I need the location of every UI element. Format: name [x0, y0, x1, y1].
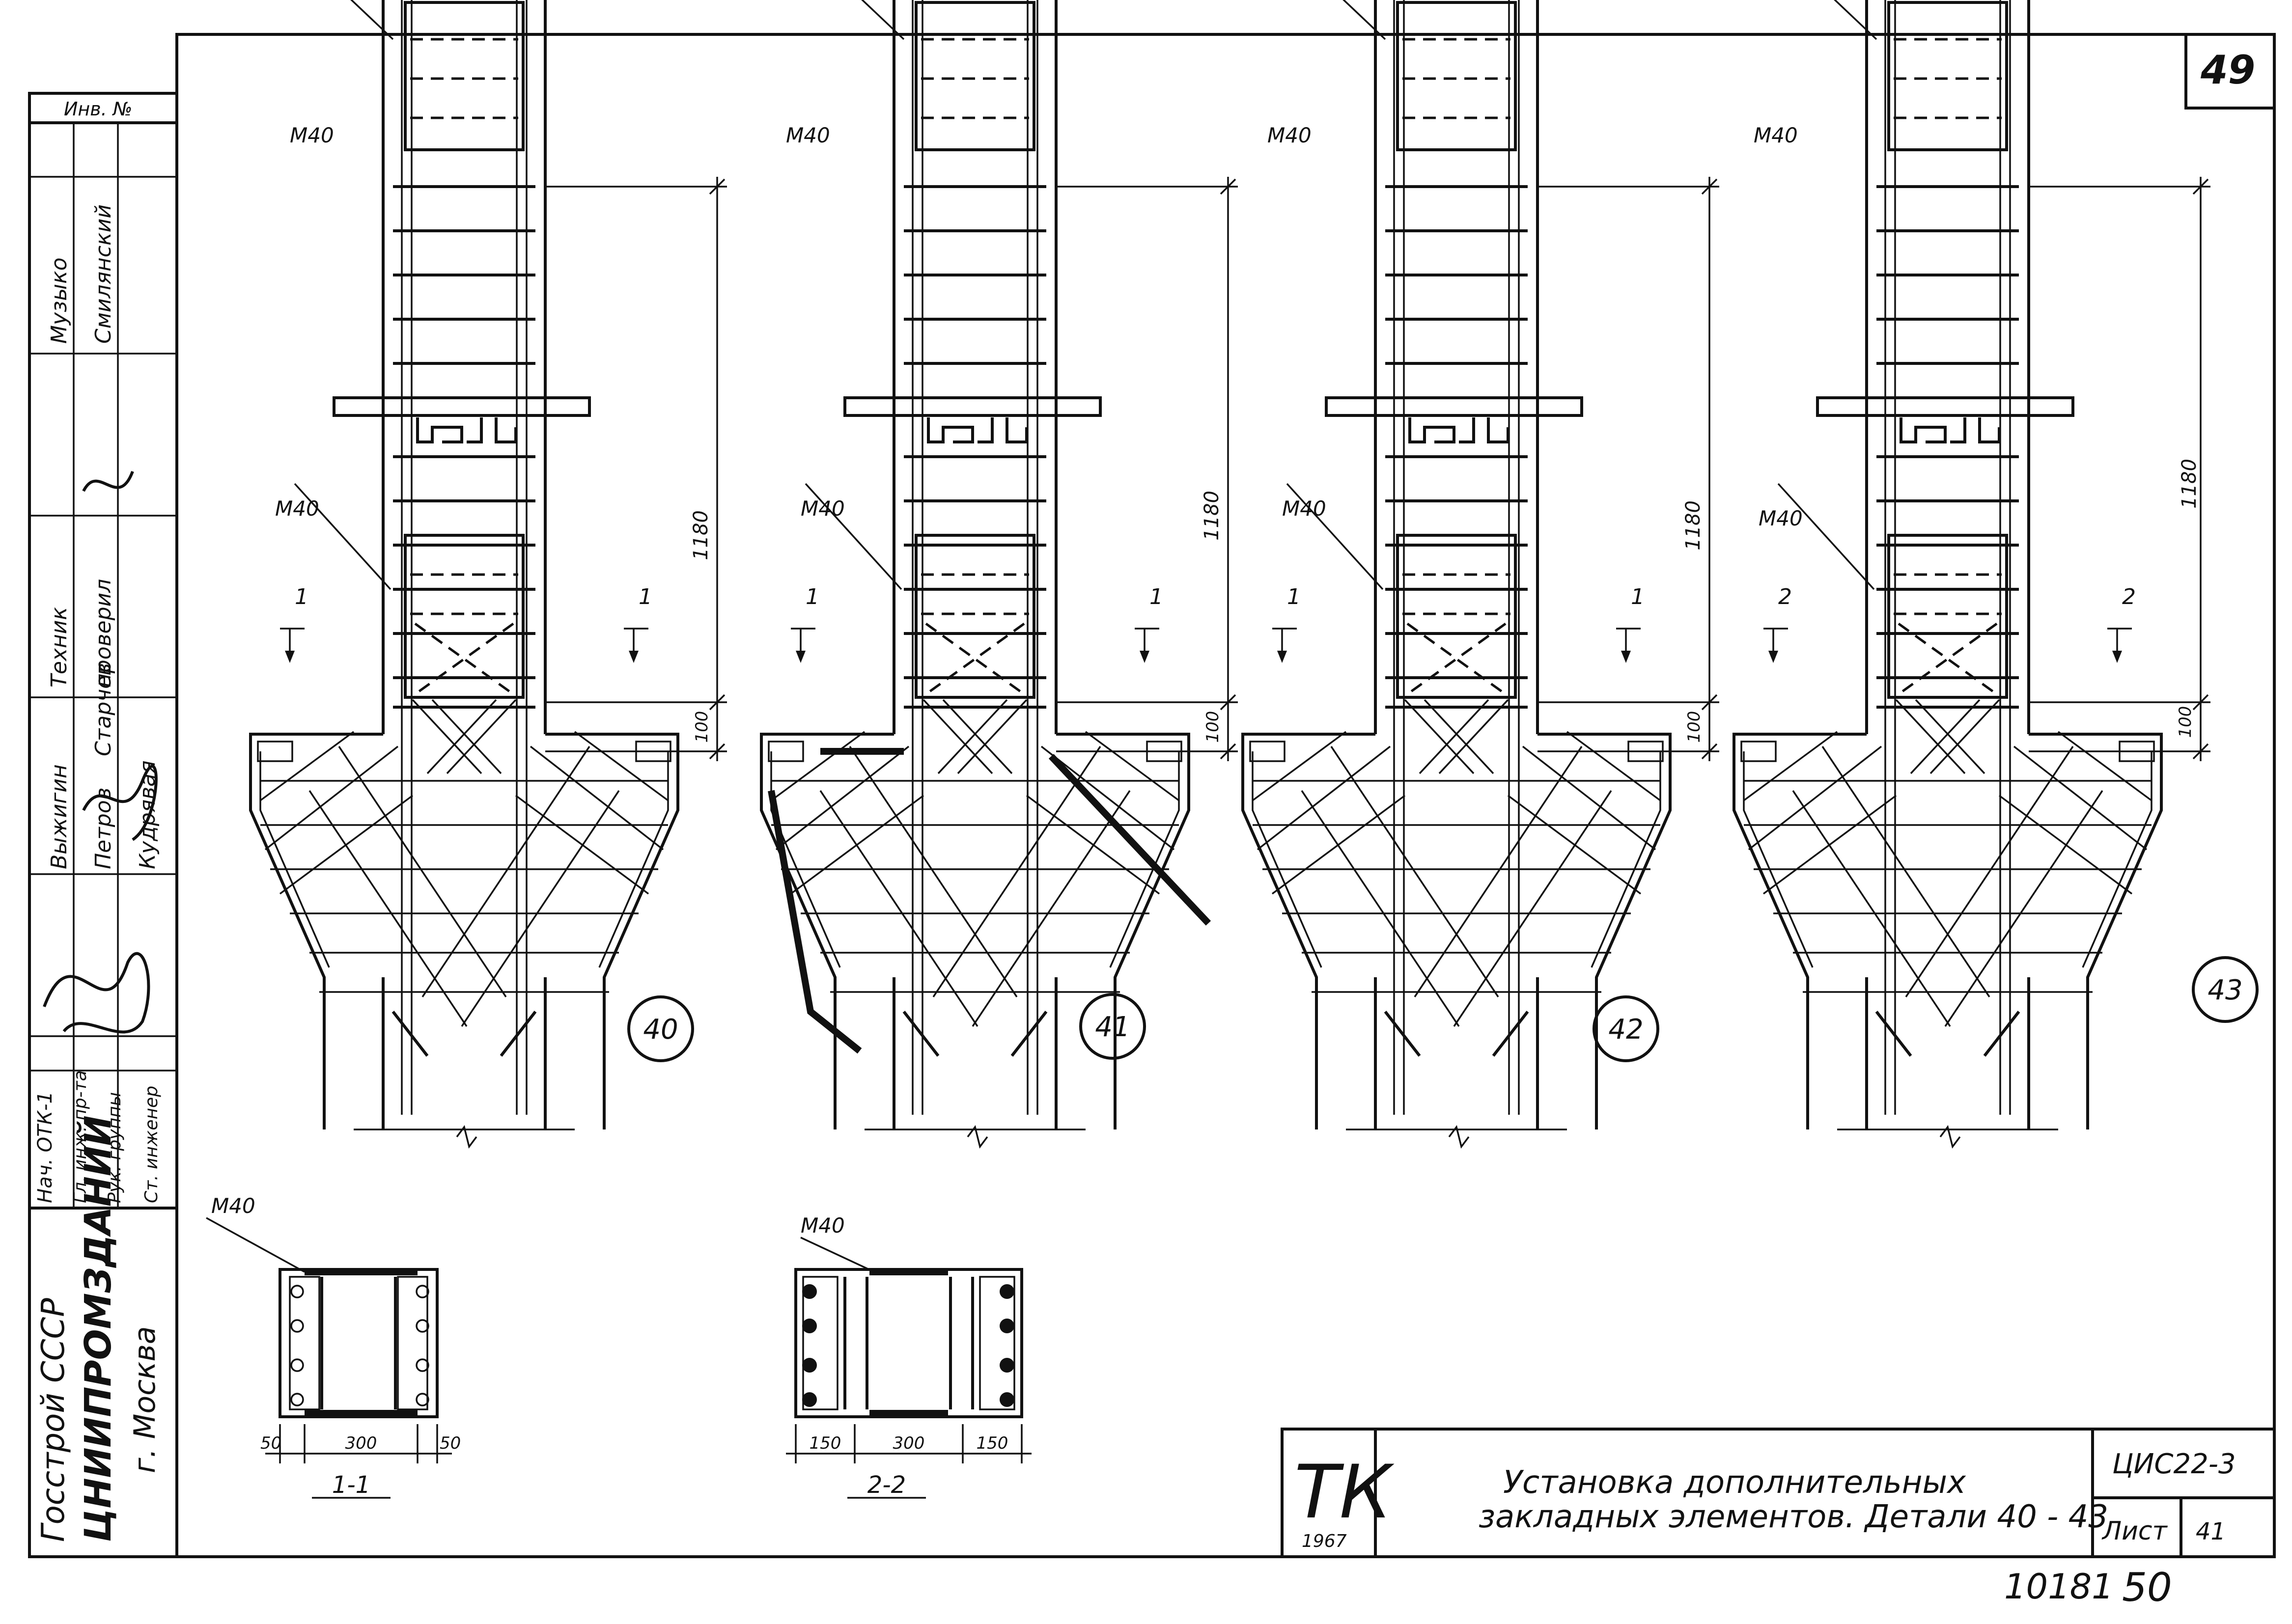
detail-40 [251, 0, 727, 1147]
detail-number-43: 43 [2208, 974, 2242, 1006]
stamp-role-4: Старчев [91, 663, 116, 756]
mark-top-41: М40 [786, 123, 830, 147]
bottom-number-left: 10181 [2004, 1567, 2114, 1607]
stamp-role-1: Музыко [47, 257, 72, 344]
section-1-1-title: 1-1 [332, 1471, 370, 1499]
title-sheet-number: 41 [2196, 1518, 2226, 1545]
corner-number-box [2184, 33, 2276, 110]
detail-circle-41 [1079, 993, 1146, 1060]
org-line-1: Госстрой СССР [35, 1298, 72, 1542]
section-2-2-title: 2-2 [867, 1471, 906, 1499]
dim-main-43: 1180 [2178, 459, 2201, 509]
section-1-1-dim-mid: 300 [345, 1433, 377, 1453]
section-1-1-dim-right: 50 [440, 1433, 461, 1453]
section-mark-42-left: 1 [1287, 584, 1301, 609]
section-2-2-mark: М40 [801, 1213, 845, 1238]
dim-small-42: 100 [1684, 711, 1704, 743]
title-sheet-label: Лист [2101, 1516, 2168, 1546]
stamp-role-5: Нач. ОТК-1 [34, 1091, 56, 1203]
stamp-role-7: Рук. группы [105, 1092, 125, 1203]
section-2-2-dim-right: 150 [977, 1433, 1008, 1453]
section-mark-42-right: 1 [1631, 584, 1645, 609]
section-2-2-dim-mid: 300 [893, 1433, 925, 1453]
stamp-name-1: Смилянский [91, 204, 116, 344]
detail-41 [761, 0, 1238, 1147]
stamp-name-3: Петров [91, 787, 116, 869]
section-mark-40-right: 1 [639, 584, 652, 609]
bottom-number-right: 50 [2122, 1565, 2172, 1610]
section-2-2 [786, 1237, 1032, 1499]
title-year: 1967 [1302, 1531, 1347, 1551]
mark-top-43: М40 [1754, 123, 1798, 147]
stamp-role-3: Выжигин [47, 764, 72, 869]
detail-42 [1243, 0, 1719, 1147]
detail-number-42: 42 [1608, 1014, 1643, 1046]
mark-top-42: М40 [1267, 123, 1312, 147]
dim-main-40: 1180 [690, 510, 712, 560]
mark-top-40: М40 [290, 123, 334, 147]
stamp-row-1: Музыко [47, 257, 72, 344]
detail-43 [1734, 0, 2210, 1147]
side-stamp [28, 92, 178, 1558]
dim-small-40: 100 [692, 711, 712, 743]
section-1-1-mark: М40 [211, 1194, 255, 1218]
stamp-role-6: Гл. инж. пр-та [70, 1070, 90, 1203]
dim-small-41: 100 [1203, 711, 1223, 743]
title-logo: ТК [1294, 1450, 1395, 1535]
section-1-1 [206, 1217, 452, 1499]
detail-number-40: 40 [643, 1014, 678, 1046]
title-code: ЦИС22-3 [2112, 1448, 2236, 1480]
corner-number: 49 [2200, 47, 2255, 93]
title-line-2: закладных элементов. Детали 40 - 43 [1479, 1499, 2108, 1535]
stamp-role-8: Ст. инженер [141, 1086, 162, 1203]
mark-mid-41: М40 [801, 496, 845, 521]
org-line-3: г. Москва [128, 1326, 162, 1473]
stamp-name-4: Кудрявая [135, 761, 160, 869]
detail-circle-43 [2192, 956, 2259, 1023]
detail-circle-40 [627, 995, 694, 1062]
section-1-1-dim-left: 50 [260, 1433, 281, 1453]
org-line-2: ЦНИИПРОМЗДАНИЙ [76, 1115, 119, 1542]
dim-main-41: 1180 [1201, 491, 1223, 541]
detail-number-41: 41 [1095, 1011, 1130, 1043]
dim-small-43: 100 [2176, 706, 2195, 738]
section-2-2-dim-left: 150 [810, 1433, 841, 1453]
section-mark-43-left: 2 [1778, 584, 1792, 609]
section-mark-41-left: 1 [806, 584, 819, 609]
section-mark-41-right: 1 [1149, 584, 1163, 609]
sheet-border [175, 33, 2276, 1558]
dim-main-42: 1180 [1682, 500, 1705, 551]
mark-mid-43: М40 [1759, 506, 1803, 530]
title-line-1: Установка дополнительных [1503, 1464, 1966, 1501]
stamp-name-2: проверил [91, 579, 116, 688]
section-mark-43-right: 2 [2122, 584, 2136, 609]
title-block [1281, 1428, 2276, 1558]
detail-circle-42 [1593, 995, 1659, 1062]
mark-mid-40: М40 [275, 496, 319, 521]
section-mark-40-left: 1 [295, 584, 308, 609]
mark-mid-42: М40 [1282, 496, 1326, 521]
inv-label: Инв. № [64, 98, 132, 120]
stamp-role-2: Техник [47, 607, 72, 688]
